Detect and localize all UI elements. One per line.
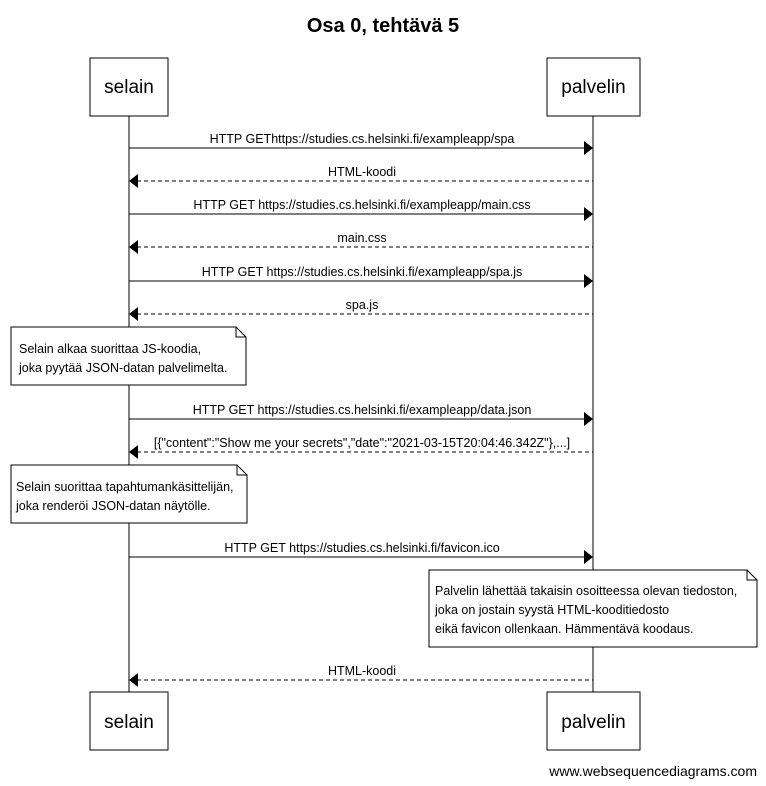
actor-palvelin-bottom: palvelin [546, 691, 641, 751]
message-label: HTTP GEThttps://studies.cs.helsinki.fi/e… [210, 132, 515, 146]
message-label: HTML-koodi [328, 165, 396, 179]
message-7: HTTP GET https://studies.cs.helsinki.fi/… [129, 403, 593, 426]
message-label: [{"content":"Show me your secrets","date… [154, 436, 570, 450]
message-5: HTTP GET https://studies.cs.helsinki.fi/… [129, 265, 593, 288]
actor-selain-bottom-label: selain [104, 712, 154, 733]
note-line: joka pyytää JSON-datan palvelimelta. [18, 361, 227, 375]
message-label: HTTP GET https://studies.cs.helsinki.fi/… [193, 198, 530, 212]
message-3: HTTP GET https://studies.cs.helsinki.fi/… [129, 198, 593, 221]
actor-palvelin-top: palvelin [546, 57, 641, 117]
message-label: HTTP GET https://studies.cs.helsinki.fi/… [224, 541, 499, 555]
actor-selain-top: selain [89, 57, 169, 117]
message-4: main.css [129, 231, 593, 254]
note-2: Selain suorittaa tapahtumankäsittelijän,… [10, 464, 248, 524]
message-label: HTTP GET https://studies.cs.helsinki.fi/… [193, 403, 532, 417]
message-label: HTTP GET https://studies.cs.helsinki.fi/… [202, 265, 523, 279]
message-9: HTTP GET https://studies.cs.helsinki.fi/… [129, 541, 593, 564]
note-line: Selain suorittaa tapahtumankäsittelijän, [16, 480, 234, 494]
message-label: spa.js [346, 298, 379, 312]
message-6: spa.js [129, 298, 593, 321]
note-line: eikä favicon ollenkaan. Hämmentävä kooda… [435, 622, 693, 636]
footer-credit: www.websequencediagrams.com [548, 763, 757, 779]
note-line: Palvelin lähettää takaisin osoitteessa o… [435, 584, 737, 598]
message-1: HTTP GEThttps://studies.cs.helsinki.fi/e… [129, 132, 593, 155]
note-line: Selain alkaa suorittaa JS-koodia, [19, 342, 201, 356]
actor-selain-top-label: selain [104, 77, 154, 98]
note-3: Palvelin lähettää takaisin osoitteessa o… [428, 569, 758, 648]
actor-palvelin-bottom-label: palvelin [561, 712, 625, 733]
note-line: joka renderöi JSON-datan näytölle. [15, 499, 211, 513]
actor-palvelin-top-label: palvelin [561, 77, 625, 98]
actor-selain-bottom: selain [89, 691, 169, 751]
message-10: HTML-koodi [129, 664, 593, 687]
message-label: HTML-koodi [328, 664, 396, 678]
diagram-title: Osa 0, tehtävä 5 [307, 15, 459, 37]
note-line: joka on jostain syystä HTML-kooditiedost… [434, 603, 669, 617]
message-label: main.css [337, 231, 386, 245]
message-2: HTML-koodi [129, 165, 593, 188]
note-1: Selain alkaa suorittaa JS-koodia, joka p… [10, 326, 247, 386]
message-8: [{"content":"Show me your secrets","date… [129, 436, 593, 459]
